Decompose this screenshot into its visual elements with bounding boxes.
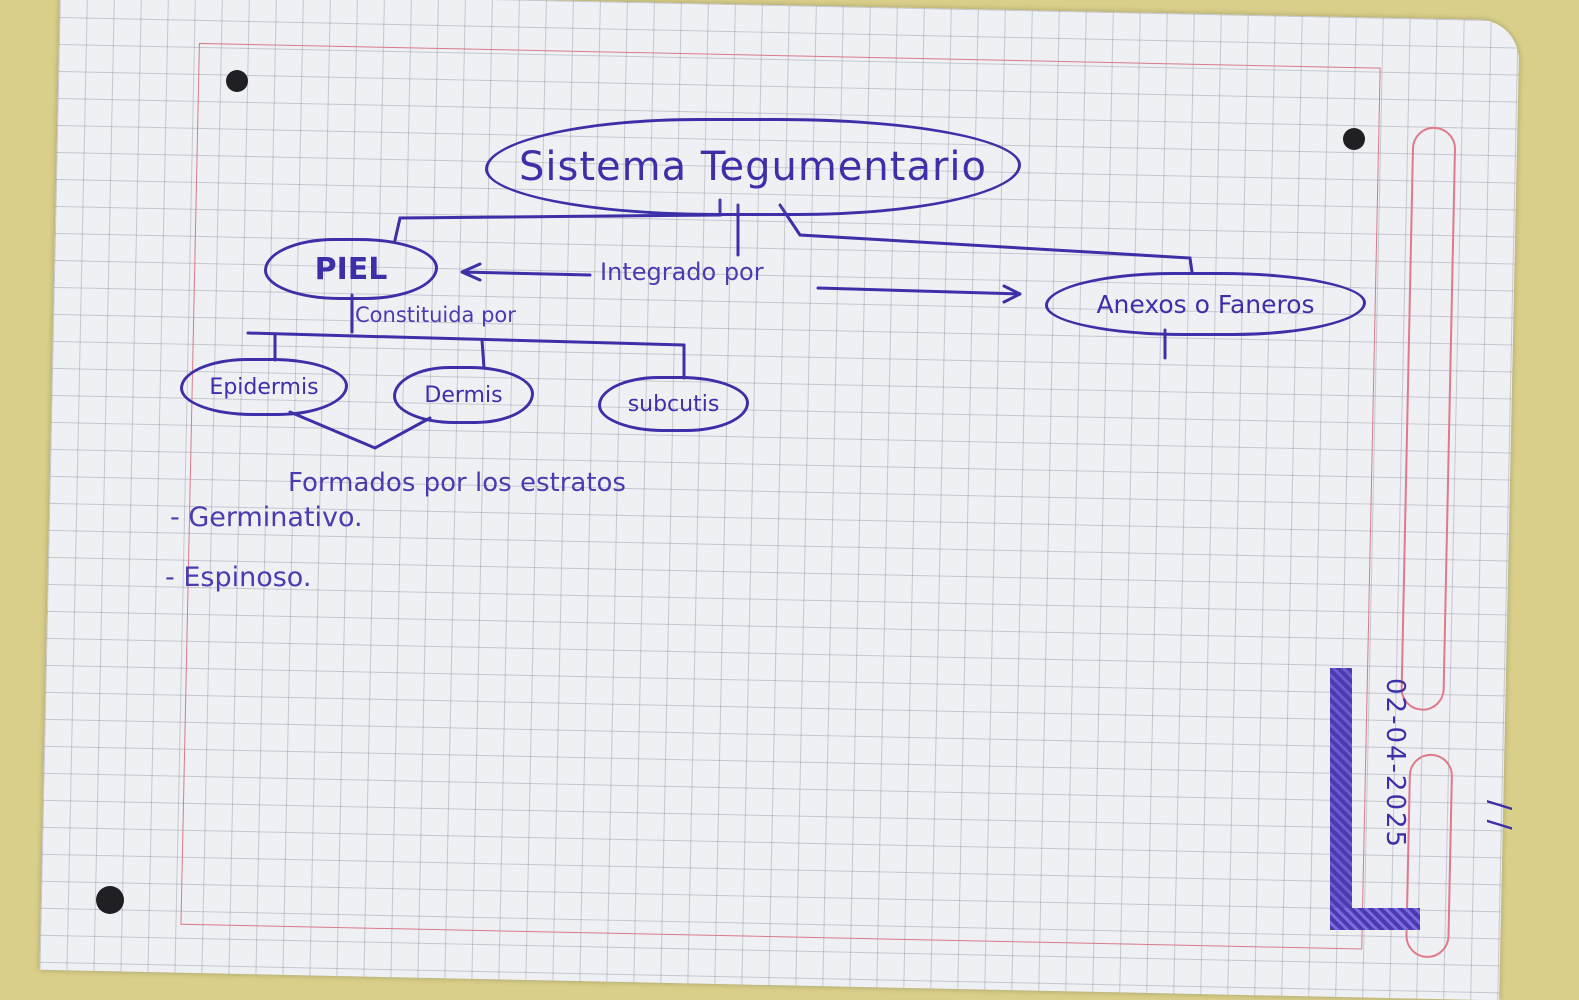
connector-title-to-anexos [778, 203, 1194, 274]
dermis-text: Dermis [424, 382, 503, 408]
connector-layers-bar [246, 331, 686, 347]
anexos-node: Anexos o Faneros [1045, 272, 1366, 336]
date-foot-shading [1330, 908, 1420, 930]
estrato-germinativo: - Germinativo. [170, 502, 363, 533]
constituida-label: Constituida por [355, 303, 516, 327]
date-text: 02-04-2025 [1380, 678, 1410, 850]
piel-node: PIEL [264, 238, 438, 300]
date-bar-shading [1330, 668, 1352, 930]
formados-label: Formados por los estratos [288, 468, 626, 498]
title-text: Sistema Tegumentario [519, 144, 987, 190]
connector-to-dermis [480, 338, 486, 370]
subcutis-text: subcutis [627, 391, 720, 417]
title-node: Sistema Tegumentario [485, 118, 1021, 216]
arrow-integrado-left [460, 262, 592, 282]
binder-hole-bottom-left [96, 886, 124, 914]
anexos-text: Anexos o Faneros [1096, 289, 1315, 319]
corner-slash-marks: / / [1482, 800, 1517, 830]
diagram-connectors [246, 198, 1194, 450]
integrado-label: Integrado por [600, 258, 764, 286]
dermis-node: Dermis [393, 366, 534, 424]
bracket-epidermis-dermis [288, 410, 432, 450]
epidermis-node: Epidermis [180, 358, 348, 416]
binder-hole-top-left [226, 70, 248, 92]
piel-text: PIEL [314, 251, 388, 287]
date-box: 02-04-2025 [1330, 668, 1420, 930]
arrow-integrado-right [816, 284, 1022, 304]
estrato-espinoso: - Espinoso. [165, 562, 312, 593]
subcutis-node: subcutis [598, 376, 749, 432]
binder-hole-top-right [1343, 128, 1365, 150]
epidermis-text: Epidermis [209, 374, 319, 400]
